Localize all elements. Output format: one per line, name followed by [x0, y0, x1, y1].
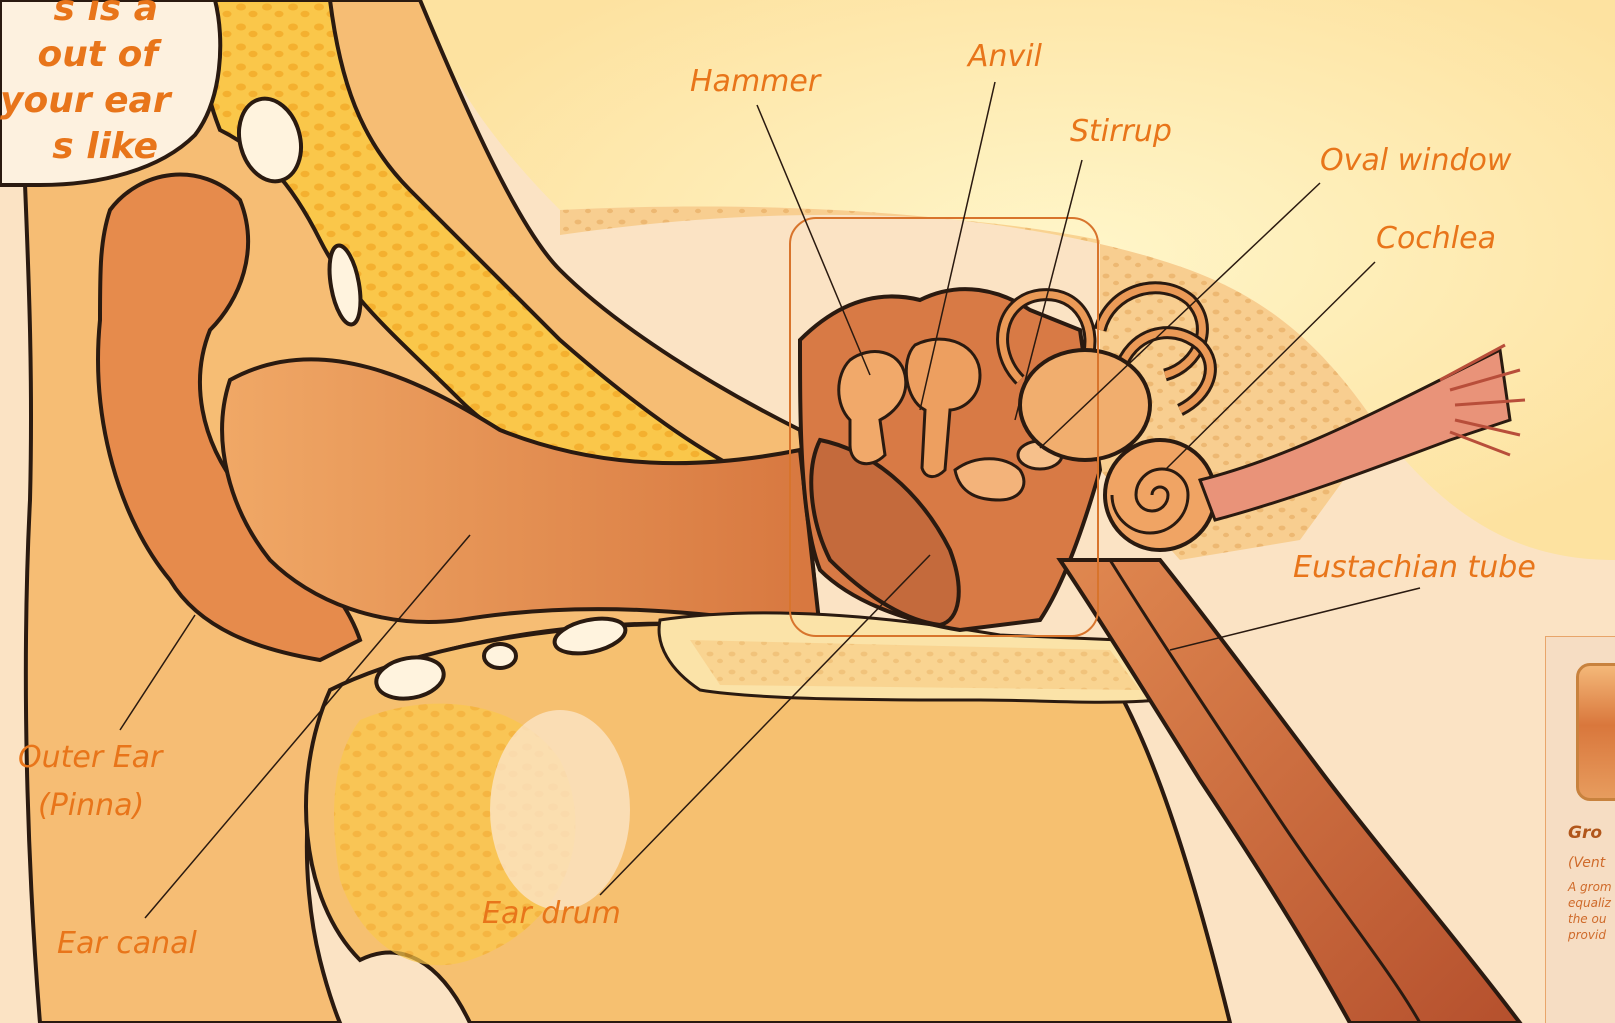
label-eustachian-tube: Eustachian tube [1293, 552, 1536, 584]
label-oval-window: Oval window [1320, 145, 1511, 177]
info-body-line-4: provid [1568, 927, 1612, 943]
grommet-info-panel: Gro (Vent A grom equaliz the ou provid [1545, 636, 1615, 1023]
info-subtitle: (Vent [1568, 855, 1605, 871]
bubble-line-4: s like [0, 124, 158, 170]
grommet-thumbnail [1576, 663, 1615, 801]
label-outer-ear: Outer Ear [18, 742, 162, 774]
info-body: A grom equaliz the ou provid [1568, 879, 1612, 943]
info-title: Gro [1568, 823, 1602, 843]
label-ear-drum: Ear drum [482, 898, 621, 930]
bubble-line-3: your ear [0, 78, 158, 124]
bubble-line-2: out of [0, 32, 158, 78]
label-cochlea: Cochlea [1376, 223, 1496, 255]
label-anvil: Anvil [968, 41, 1042, 73]
info-body-line-3: the ou [1568, 911, 1612, 927]
info-body-line-1: A grom [1568, 879, 1612, 895]
label-stirrup: Stirrup [1070, 116, 1172, 148]
label-hammer: Hammer [690, 66, 820, 98]
label-ear-canal: Ear canal [57, 928, 197, 960]
cartilage-hole-2 [484, 644, 516, 668]
cochlea-shape [1105, 440, 1215, 550]
bubble-text: s is a out of your ear s like [0, 0, 158, 170]
lobe-pale-spot [490, 710, 630, 910]
info-body-line-2: equaliz [1568, 895, 1612, 911]
bubble-line-1: s is a [0, 0, 158, 32]
label-pinna: (Pinna) [38, 790, 144, 822]
